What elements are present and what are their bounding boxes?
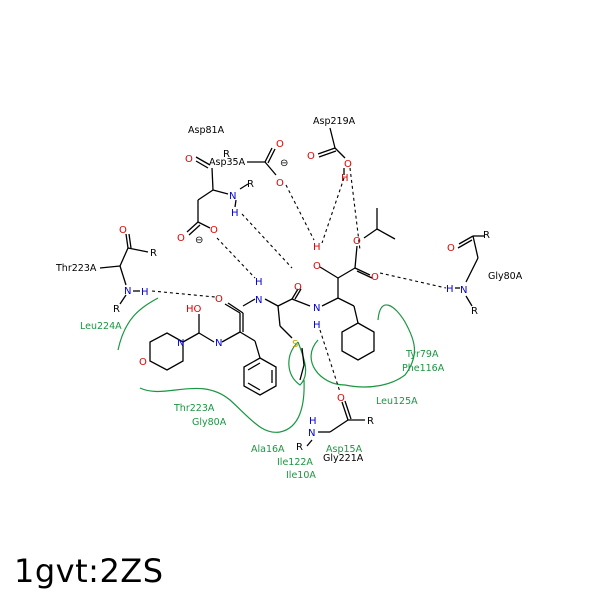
atom-minus: ⊖ — [280, 158, 288, 169]
residue-label-thr223: Thr223A — [55, 263, 97, 274]
hbond-asp35-nh — [241, 213, 293, 269]
structure-caption: 1gvt:2ZS — [14, 552, 164, 590]
atom-h: H — [309, 416, 317, 427]
atom-r: R — [483, 230, 490, 241]
hbond-asp35-oh — [285, 184, 315, 241]
atom-o: O — [307, 151, 315, 162]
contact-label-ile10: Ile10A — [286, 470, 316, 481]
residue-label-asp15: Asp15A — [326, 444, 363, 455]
atom-o: O — [313, 261, 321, 272]
residue-label-asp81: Asp81A — [188, 125, 225, 136]
atom-o: O — [139, 357, 147, 368]
atom-r: R — [113, 304, 120, 315]
atom-n: N — [308, 428, 315, 439]
contact-label-gly80: Gly80A — [192, 417, 227, 428]
atom-o: O — [344, 159, 352, 170]
atom-h: H — [255, 277, 263, 288]
residue-label-gly221: Gly221A — [323, 453, 364, 464]
atom-n: N — [177, 338, 184, 349]
atom-n: N — [229, 191, 236, 202]
atom-o: O — [447, 243, 455, 254]
contact-label-ala16: Ala16A — [251, 444, 285, 455]
atom-r: R — [150, 248, 157, 259]
hbond-asp81-carboxylate — [216, 237, 256, 279]
contact-label-tyr79: Tyr79A — [405, 349, 439, 360]
contact-arc-thr223-gly80 — [139, 379, 305, 433]
hbond-thr223-nh — [151, 290, 216, 298]
atom-o: O — [185, 154, 193, 165]
atom-o: O — [276, 178, 284, 189]
contact-arc-leu224 — [117, 297, 159, 351]
atom-n: N — [215, 338, 222, 349]
atom-o: O — [215, 294, 223, 305]
hbond-asp219-oh2 — [349, 167, 361, 251]
residue-label-gly80: Gly80A — [488, 271, 523, 282]
hbond-asp219-oh1 — [321, 177, 345, 244]
atom-s: S — [292, 339, 298, 350]
atom-minus: ⊖ — [195, 235, 203, 246]
ligand-bonds — [149, 208, 396, 396]
atom-r: R — [367, 416, 374, 427]
atom-labels: O R N H R O R N R H O ⊖ O O O ⊖ O O H R … — [113, 139, 490, 453]
atom-o: O — [119, 225, 127, 236]
hbond-gly80-nh — [379, 272, 447, 289]
atom-n: N — [313, 303, 320, 314]
atom-h: H — [313, 320, 321, 331]
atom-h: H — [313, 242, 321, 253]
hydrogen-bonds — [151, 167, 447, 393]
contact-labels: Leu224A Tyr79A Phe116A Leu125A Thr223A G… — [80, 321, 445, 481]
atom-o: O — [371, 272, 379, 283]
contact-label-phe116: Phe116A — [402, 363, 445, 374]
contact-label-leu224: Leu224A — [80, 321, 122, 332]
atom-o: O — [210, 225, 218, 236]
atom-h: H — [231, 208, 239, 219]
atom-h: H — [446, 284, 454, 295]
hbond-nh-gly221 — [319, 329, 341, 393]
atom-h: H — [341, 173, 349, 184]
contact-arc-tyr79 — [310, 304, 415, 388]
atom-o: O — [353, 236, 361, 247]
atom-o: O — [177, 233, 185, 244]
atom-o: O — [294, 282, 302, 293]
contact-label-leu125: Leu125A — [376, 396, 418, 407]
residue-label-asp219: Asp219A — [313, 116, 356, 127]
hydrophobic-contacts — [117, 297, 415, 433]
atom-r: R — [296, 442, 303, 453]
atom-r: R — [247, 179, 254, 190]
atom-r: R — [223, 149, 230, 160]
atom-n: N — [124, 286, 131, 297]
residue-label-asp35: Asp35A — [209, 157, 246, 168]
atom-n: N — [255, 295, 262, 306]
atom-r: R — [471, 306, 478, 317]
contact-label-thr223: Thr223A — [173, 403, 215, 414]
atom-o: O — [276, 139, 284, 150]
atom-o: O — [337, 393, 345, 404]
atom-ho: HO — [186, 304, 202, 315]
residue-labels: Asp81A Asp35A Asp219A Gly80A Thr223A Gly… — [55, 116, 523, 464]
atom-n: N — [460, 285, 467, 296]
atom-h: H — [141, 287, 149, 298]
contact-label-ile122: Ile122A — [277, 457, 313, 468]
residue-bonds — [99, 127, 484, 447]
